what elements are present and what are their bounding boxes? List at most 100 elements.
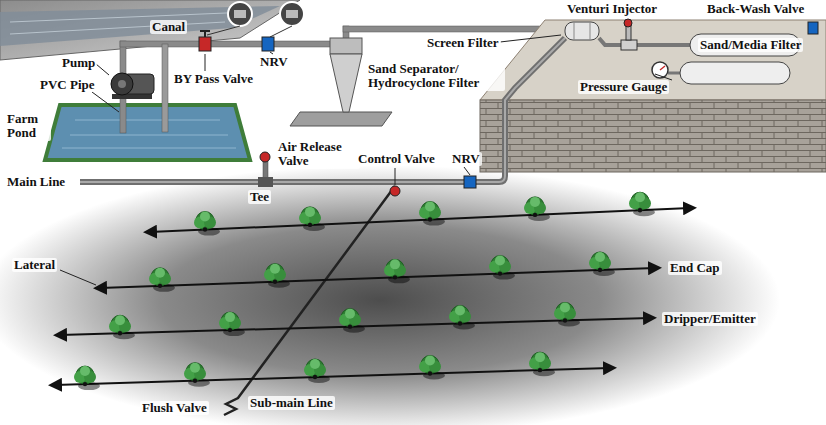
plant-with-dripper	[83, 382, 87, 386]
plant-with-dripper	[425, 356, 435, 366]
plant-with-dripper	[149, 268, 175, 292]
plant-with-dripper	[530, 197, 540, 207]
plant-with-dripper	[538, 368, 542, 372]
brick-platform	[480, 20, 826, 100]
leader-line	[60, 270, 96, 285]
valve-inset	[207, 26, 292, 37]
leader-line	[270, 52, 273, 54]
filter-unit	[680, 62, 790, 84]
part-label: PVC Pipe	[38, 78, 97, 92]
leader-line	[92, 92, 119, 112]
bypass-valve	[199, 37, 211, 51]
part-label: Sand/Media Filter	[698, 38, 803, 52]
part-label: Sand Separator/ Hydrocyclone Filter	[366, 62, 505, 91]
part-label: Screen Filter	[425, 36, 501, 50]
leader-line	[464, 167, 470, 175]
plant-with-dripper	[419, 202, 445, 226]
control-valve	[390, 186, 400, 196]
valve-inset	[228, 2, 252, 26]
part-label: End Cap	[668, 261, 722, 275]
part-label: Tee	[248, 190, 271, 204]
part-label: Flush Valve	[140, 401, 209, 415]
plant-with-dripper	[428, 217, 432, 221]
plant-with-dripper	[313, 375, 317, 379]
filter-unit	[624, 19, 632, 27]
plant-with-dripper	[304, 359, 330, 383]
plant-with-dripper	[638, 208, 642, 212]
plant-with-dripper	[524, 197, 550, 221]
valve-inset	[286, 10, 298, 18]
plant-with-dripper	[554, 302, 580, 326]
filter-unit	[574, 22, 590, 40]
plant-with-dripper	[635, 192, 645, 202]
pump-symbol	[118, 80, 126, 88]
filter-unit	[668, 72, 680, 75]
field-ground	[0, 165, 780, 425]
leader-line	[96, 64, 109, 75]
valve-inset	[234, 10, 246, 18]
plant-with-dripper	[155, 268, 165, 278]
plant-with-dripper	[419, 356, 445, 380]
plant-with-dripper	[190, 363, 200, 373]
plant-with-dripper	[598, 268, 602, 272]
farm-pond	[62, 120, 236, 148]
plant-with-dripper	[489, 256, 515, 280]
part-label: NRV	[450, 152, 482, 166]
canal	[0, 0, 300, 60]
main-line	[80, 38, 565, 182]
part-label: Back-Wash Valve	[705, 2, 806, 16]
plant-with-dripper	[200, 212, 210, 222]
canal	[10, 12, 250, 34]
filter-unit	[565, 19, 818, 84]
lateral-pipe	[100, 268, 655, 288]
plant-with-dripper	[560, 302, 570, 312]
plant-with-dripper	[449, 305, 475, 329]
air-release-valve	[260, 152, 270, 162]
part-label: Canal	[150, 20, 187, 34]
filter-unit	[565, 22, 599, 40]
plant-with-dripper	[529, 352, 555, 376]
pump-symbol	[111, 73, 154, 99]
air-release-valve	[258, 152, 273, 187]
plant-with-dripper	[390, 259, 400, 269]
bypass-valve	[200, 31, 210, 37]
plant-with-dripper	[264, 264, 290, 288]
leader-line	[60, 35, 672, 285]
canal	[0, 0, 300, 60]
nrv-valve	[464, 176, 476, 188]
main-line	[80, 38, 565, 182]
control-valve	[390, 186, 400, 196]
bypass-valve	[199, 31, 211, 51]
plant-with-dripper	[115, 315, 125, 325]
plant-with-dripper	[310, 359, 320, 369]
plant-with-dripper	[428, 371, 432, 375]
plant-with-dripper	[228, 328, 232, 332]
air-release-valve	[258, 177, 273, 187]
leader-line	[395, 168, 396, 185]
plant-with-dripper	[589, 252, 615, 276]
part-label: Pressure Gauge	[578, 80, 669, 94]
plant-with-dripper	[184, 363, 210, 387]
pump-symbol	[111, 73, 133, 95]
plant-with-dripper	[455, 305, 465, 315]
part-label: Farm Pond	[5, 112, 51, 141]
plant-with-dripper	[345, 309, 355, 319]
plant-with-dripper	[118, 331, 122, 335]
drip-field	[55, 192, 690, 390]
part-label: Lateral	[12, 258, 57, 272]
filter-unit	[621, 40, 637, 50]
field-ground	[0, 165, 780, 425]
plant-with-dripper	[273, 279, 277, 283]
pipes	[343, 26, 565, 32]
plant-with-dripper	[348, 324, 352, 328]
nrv-valve	[262, 37, 274, 51]
lateral-pipe	[55, 368, 610, 385]
part-label: Air Release Valve	[276, 140, 360, 169]
part-label: Dripper/Emitter	[662, 312, 758, 326]
plant-with-dripper	[219, 312, 245, 336]
plant-with-dripper	[563, 318, 567, 322]
plant-with-dripper	[225, 312, 235, 322]
brick-platform	[480, 100, 826, 172]
